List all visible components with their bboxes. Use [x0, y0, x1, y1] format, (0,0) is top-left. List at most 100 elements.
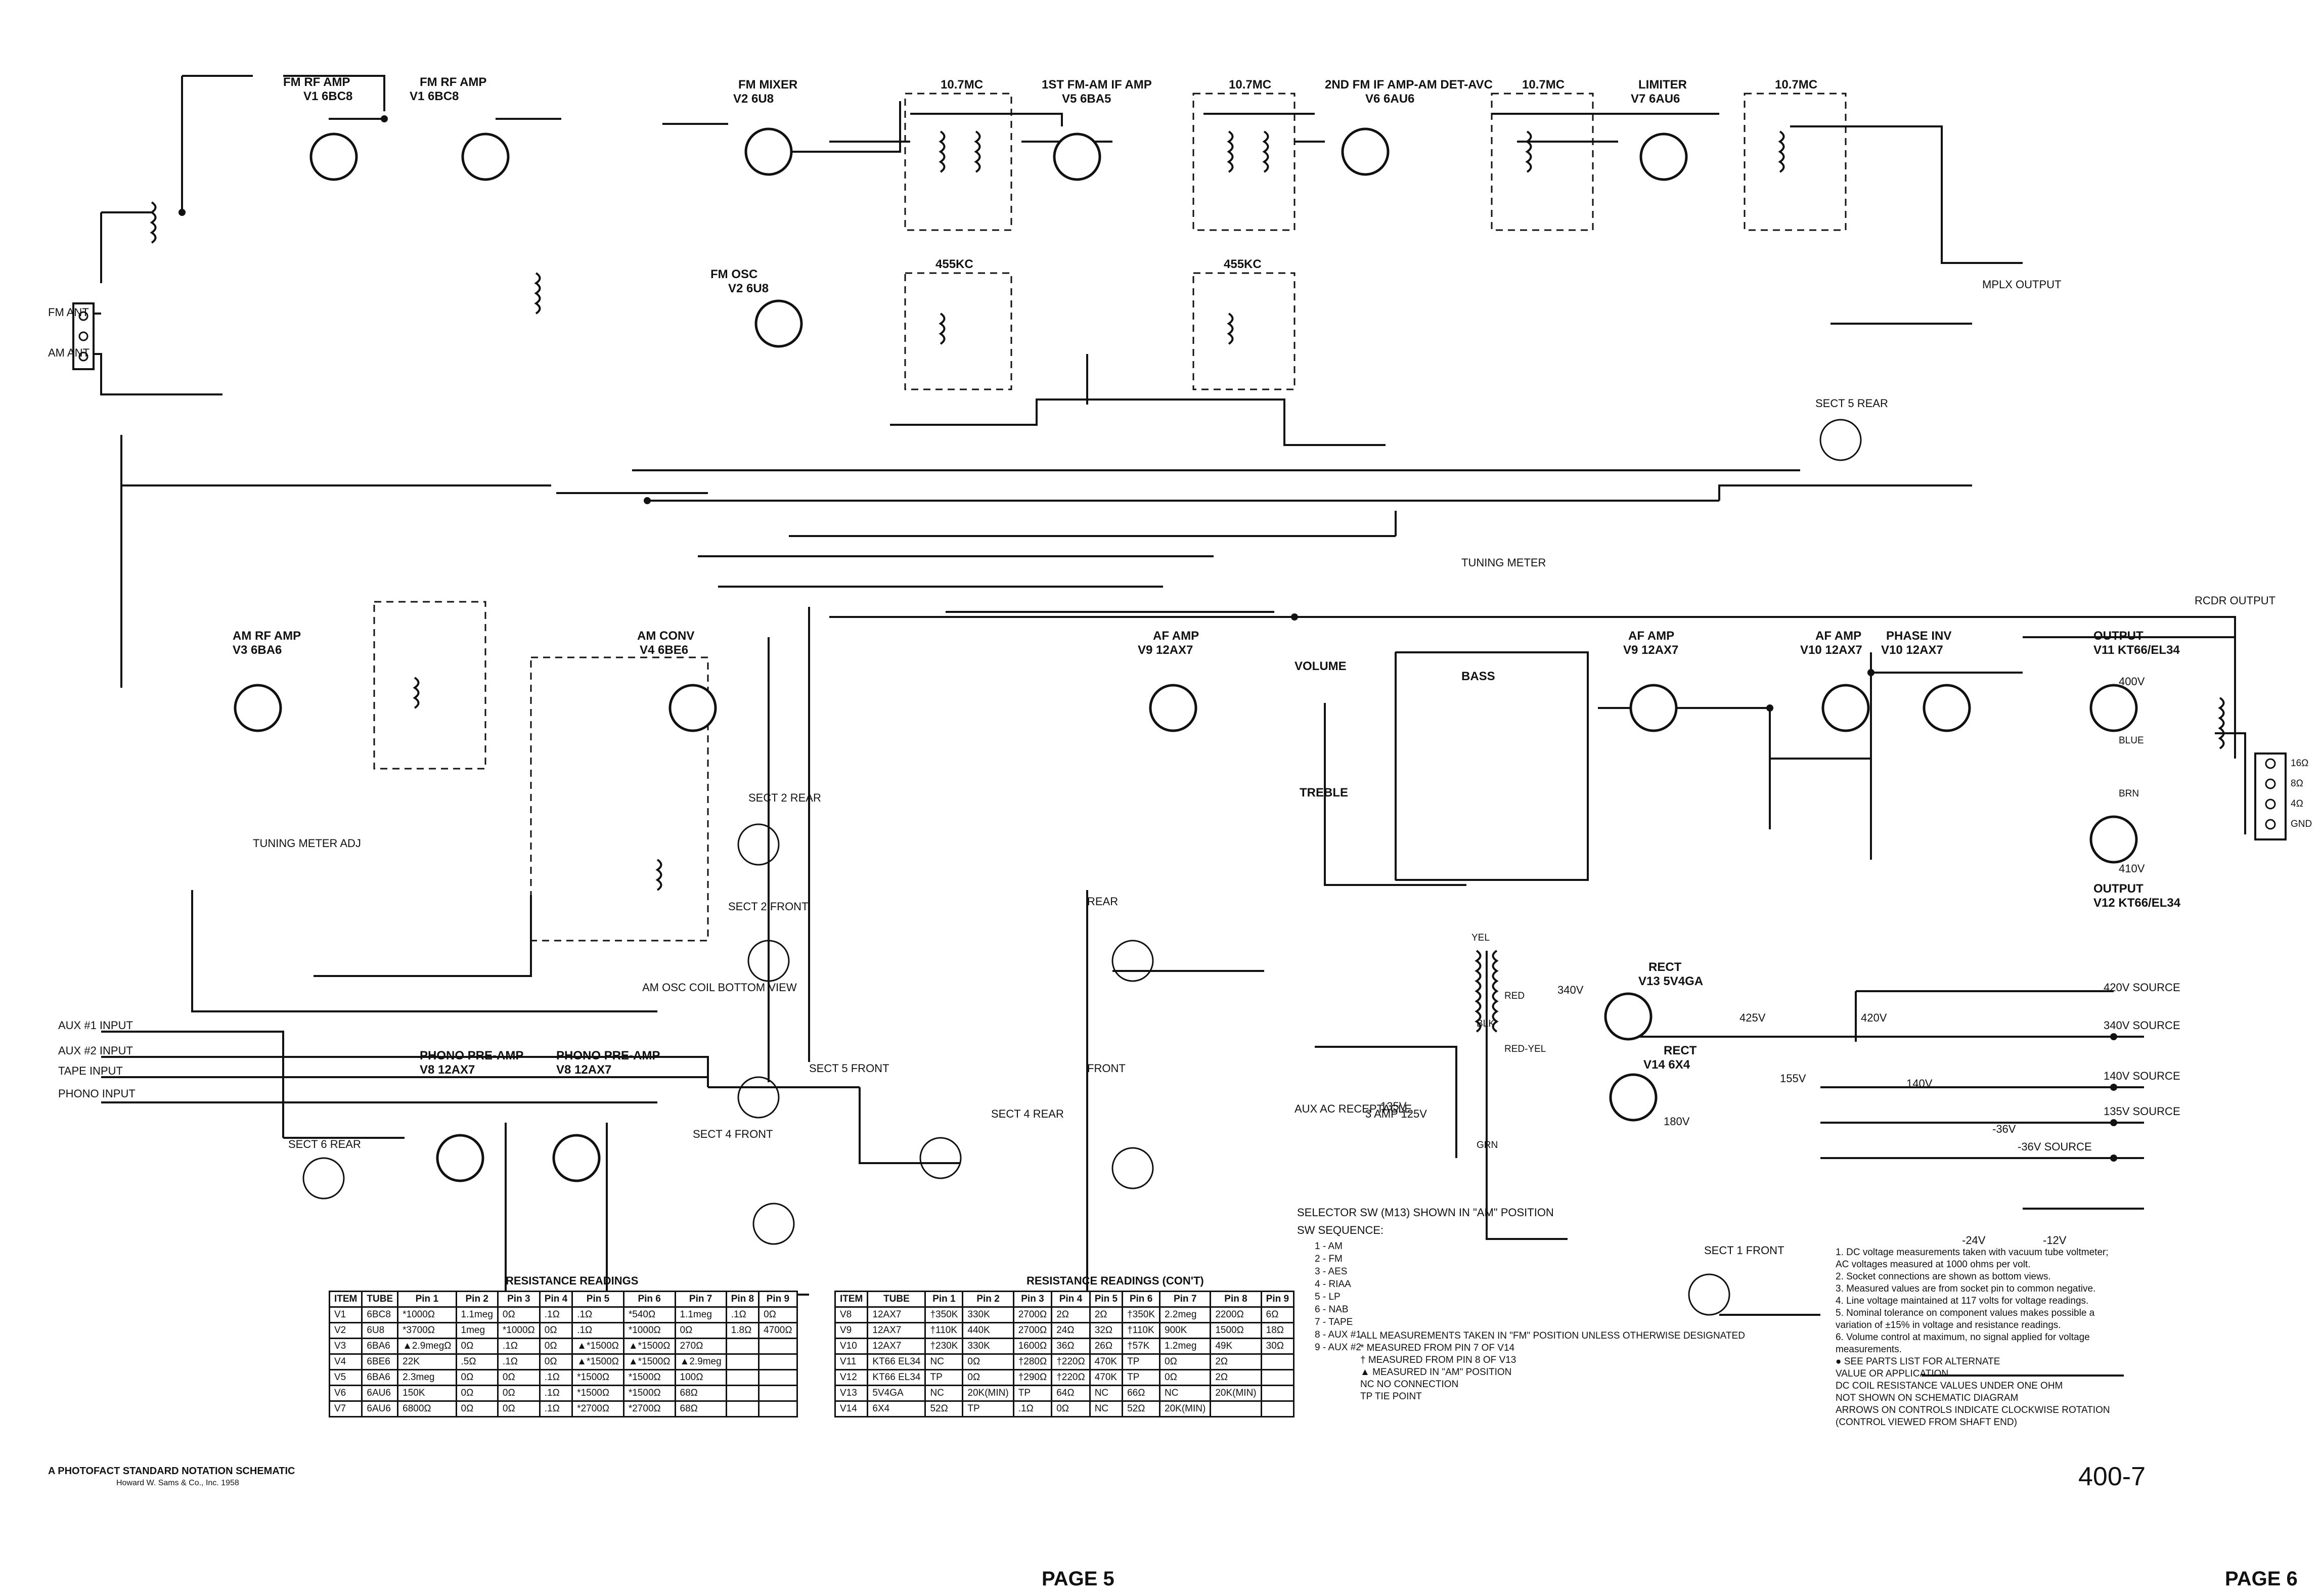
switch-section-label: SECT 4 FRONT — [693, 1128, 773, 1140]
table-cell: ▲*1500Ω — [622, 1353, 676, 1370]
switch-section-label: SECT 2 FRONT — [728, 900, 809, 913]
table-cell: 6800Ω — [397, 1400, 457, 1417]
table-cell: 30Ω — [1260, 1338, 1295, 1355]
table-header-cell: Pin 5 — [1089, 1291, 1124, 1308]
voltage-label: 425V — [1739, 1011, 1766, 1024]
table-cell: *540Ω — [622, 1306, 676, 1323]
table-cell: *1500Ω — [571, 1385, 624, 1402]
table-cell: .1Ω — [539, 1385, 573, 1402]
phono-input-label: PHONO INPUT — [58, 1087, 136, 1100]
table-cell: V9 — [834, 1322, 869, 1339]
tuning-meter-adj-label: TUNING METER ADJ — [253, 837, 361, 850]
table-header-cell: Pin 6 — [622, 1291, 676, 1308]
table-cell: *2700Ω — [571, 1400, 624, 1417]
treble-label: TREBLE — [1300, 786, 1348, 800]
table-header-cell: Pin 7 — [674, 1291, 727, 1308]
aux2-input-label: AUX #2 INPUT — [58, 1044, 133, 1057]
legend-line: TP TIE POINT — [1360, 1391, 1422, 1402]
table-cell — [758, 1400, 798, 1417]
table-cell: NC — [924, 1353, 964, 1370]
table-cell: .1Ω — [571, 1322, 624, 1339]
table-cell: 12AX7 — [867, 1338, 926, 1355]
stage-tube: V8 12AX7 — [556, 1063, 611, 1077]
source-label: 140V SOURCE — [2104, 1070, 2180, 1082]
table-cell: 6Ω — [1260, 1306, 1295, 1323]
table-cell: V4 — [328, 1353, 363, 1370]
table-cell: 900K — [1159, 1322, 1212, 1339]
stage-tube: V5 6BA5 — [1062, 92, 1111, 106]
table-cell: .1Ω — [497, 1353, 541, 1370]
table-header-cell: Pin 7 — [1159, 1291, 1212, 1308]
junction-dots — [178, 115, 2117, 1162]
table-cell: †230K — [924, 1338, 964, 1355]
switch-section-label: SECT 2 REAR — [748, 791, 821, 804]
measurement-legend: ALL MEASUREMENTS TAKEN IN "FM" POSITION … — [1360, 1330, 1745, 1403]
table-cell: .1Ω — [539, 1306, 573, 1323]
table-cell: ▲2.9meg — [674, 1353, 727, 1370]
stage-tube: V12 KT66/EL34 — [2093, 896, 2181, 910]
table-cell — [1260, 1369, 1295, 1386]
table-cell: 12AX7 — [867, 1322, 926, 1339]
table-cell: NC — [1089, 1400, 1124, 1417]
legend-line: ▲ MEASURED IN "AM" POSITION — [1360, 1367, 1512, 1378]
table-cell: 4700Ω — [758, 1322, 798, 1339]
table-cell — [758, 1369, 798, 1386]
page-right-number: PAGE 6 — [2225, 1568, 2298, 1590]
legend-line: † MEASURED FROM PIN 8 OF V13 — [1360, 1355, 1516, 1365]
table-cell: 2200Ω — [1210, 1306, 1262, 1323]
table-cell — [725, 1400, 760, 1417]
table-header-cell: Pin 2 — [455, 1291, 499, 1308]
table-cell: *2700Ω — [622, 1400, 676, 1417]
lead-label: YEL — [1471, 933, 1490, 943]
table-cell: 24Ω — [1051, 1322, 1091, 1339]
stage-label: FM RF AMP — [283, 75, 350, 89]
table-cell: †280Ω — [1012, 1353, 1053, 1370]
table-cell: 0Ω — [1051, 1400, 1091, 1417]
table-header-cell: Pin 2 — [962, 1291, 1014, 1308]
table-cell: 6BE6 — [361, 1353, 399, 1370]
table-cell: *1500Ω — [622, 1385, 676, 1402]
table-cell: 36Ω — [1051, 1338, 1091, 1355]
speaker-tap: 16Ω — [2291, 758, 2308, 769]
speaker-tap: GND — [2291, 819, 2312, 829]
selector-seq-item: 4 - RIAA — [1315, 1279, 1351, 1290]
stage-label: OUTPUT — [2093, 629, 2144, 643]
stage-tube: V2 6U8 — [733, 92, 774, 106]
table-cell: ▲*1500Ω — [571, 1353, 624, 1370]
table-header-cell: Pin 3 — [1012, 1291, 1053, 1308]
table-cell: V11 — [834, 1353, 869, 1370]
table-cell: 0Ω — [1159, 1353, 1212, 1370]
speaker-terminal-block — [72, 302, 2287, 840]
switch-section-labels: SECT 5 REAR SECT 2 REAR SECT 2 FRONT SEC… — [288, 397, 1888, 1257]
voltage-label: -36V — [1992, 1123, 2016, 1135]
table-cell: 12AX7 — [867, 1306, 926, 1323]
table-cell: KT66 EL34 — [867, 1369, 926, 1386]
table-header-cell: ITEM — [834, 1291, 869, 1308]
table-cell: 0Ω — [497, 1306, 541, 1323]
note-line: 3. Measured values are from socket pin t… — [1836, 1283, 2096, 1294]
table-cell: 52Ω — [1122, 1400, 1161, 1417]
table-cell: 2Ω — [1051, 1306, 1091, 1323]
table-cell: 5V4GA — [867, 1385, 926, 1402]
stage-label: 1ST FM-AM IF AMP — [1042, 78, 1152, 92]
table-header-cell: Pin 9 — [1260, 1291, 1295, 1308]
table-cell: †350K — [1122, 1306, 1161, 1323]
stage-label: AF AMP — [1815, 629, 1861, 643]
table-cell: 66Ω — [1122, 1385, 1161, 1402]
voltage-label: 135V — [1380, 1100, 1407, 1113]
table-header-cell: Pin 4 — [539, 1291, 573, 1308]
stage-tube: V10 12AX7 — [1800, 643, 1862, 657]
if-label: 455KC — [1224, 257, 1262, 271]
switch-section-label: SECT 1 FRONT — [1704, 1244, 1784, 1257]
table-cell: NC — [924, 1385, 964, 1402]
table-cell: †110K — [1122, 1322, 1161, 1339]
credit-line-1: A PHOTOFACT STANDARD NOTATION SCHEMATIC — [48, 1466, 295, 1477]
table-cell: 0Ω — [962, 1353, 1014, 1370]
document-number: 400-7 — [2078, 1462, 2146, 1491]
table-cell: 6BA6 — [361, 1369, 399, 1386]
table-cell: 0Ω — [539, 1338, 573, 1355]
selector-seq-item: 5 - LP — [1315, 1292, 1341, 1302]
table-cell: 0Ω — [962, 1369, 1014, 1386]
